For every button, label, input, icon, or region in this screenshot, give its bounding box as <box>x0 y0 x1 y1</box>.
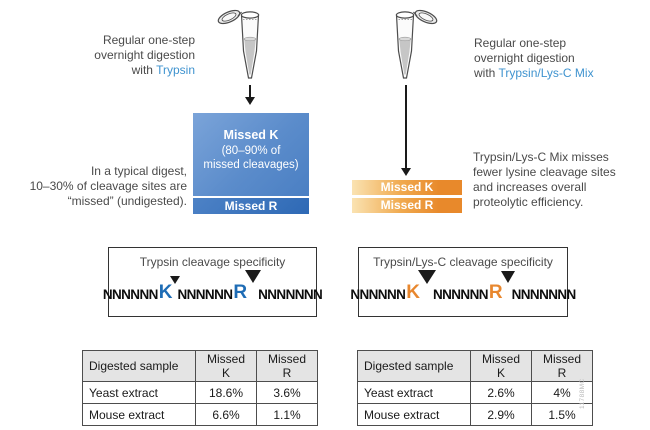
table-row: Mouse extract 6.6% 1.1% <box>82 403 318 426</box>
microtube-icon-left <box>217 9 260 79</box>
right-intro-with: with <box>474 66 496 80</box>
cleavage-triangle-r-medium <box>500 271 515 283</box>
left-enzyme-name: Trypsin <box>156 63 195 77</box>
missed-k-box-title: Missed K <box>223 128 279 142</box>
left-intro-text: Regular one-step overnight digestion wit… <box>53 33 195 78</box>
right-enzyme-name: Trypsin/Lys-C Mix <box>498 66 594 80</box>
figure-id-watermark: 11788MC <box>579 378 586 409</box>
table-row: Mouse extract 2.9% 1.5% <box>357 403 593 426</box>
lysc-specificity-box: Trypsin/Lys-C cleavage specificity NNNNN… <box>350 247 576 317</box>
table-row: Yeast extract 2.6% 4% <box>357 381 593 404</box>
trypsin-results-table: Digested sample Missed K Missed R Yeast … <box>82 350 318 426</box>
residue-r-blue: R <box>233 282 248 303</box>
left-intro-line2: overnight digestion <box>94 48 195 62</box>
residue-k-orange: K <box>406 282 420 303</box>
left-note-text: In a typical digest, 10–30% of cleavage … <box>29 164 187 208</box>
missed-r-bar-orange: Missed R <box>352 198 462 213</box>
missed-k-box: Missed K (80–90% of missed cleavages) <box>193 113 309 196</box>
right-intro-line3: with Trypsin/Lys-C Mix <box>474 66 634 81</box>
right-intro-line2: overnight digestion <box>474 51 575 65</box>
lysc-results-table: Digested sample Missed K Missed R Yeast … <box>357 350 593 426</box>
cleavage-triangle-k-large <box>417 270 436 284</box>
microtube-icon-right <box>395 9 438 79</box>
residue-r-orange: R <box>488 282 503 303</box>
left-intro-line1: Regular one-step <box>102 33 195 47</box>
residue-k-blue: K <box>158 282 173 303</box>
lysc-specificity-title: Trypsin/Lys-C cleavage specificity <box>373 255 553 269</box>
left-intro-line3: with Trypsin <box>53 63 195 78</box>
right-intro-text: Regular one-step overnight digestion wit… <box>474 36 634 81</box>
trypsin-specificity-title: Trypsin cleavage specificity <box>139 255 286 269</box>
down-arrow-left <box>244 85 255 106</box>
right-intro-line1: Regular one-step <box>474 36 567 50</box>
right-note-text: Trypsin/Lys-C Mix misses fewer lysine cl… <box>473 150 616 209</box>
left-intro-with: with <box>131 63 153 77</box>
table-row: Yeast extract 18.6% 3.6% <box>82 381 318 404</box>
cleavage-triangle-r-large <box>245 270 262 283</box>
table-header-row: Digested sample Missed K Missed R <box>357 350 593 382</box>
cleavage-triangle-k-small <box>170 276 181 284</box>
down-arrow-right <box>400 85 411 177</box>
table-header-row: Digested sample Missed K Missed R <box>82 350 318 382</box>
missed-k-box-subtitle: (80–90% of missed cleavages) <box>203 145 299 171</box>
missed-r-bar-blue: Missed R <box>193 198 309 214</box>
missed-k-bar-orange: Missed K <box>352 180 462 195</box>
